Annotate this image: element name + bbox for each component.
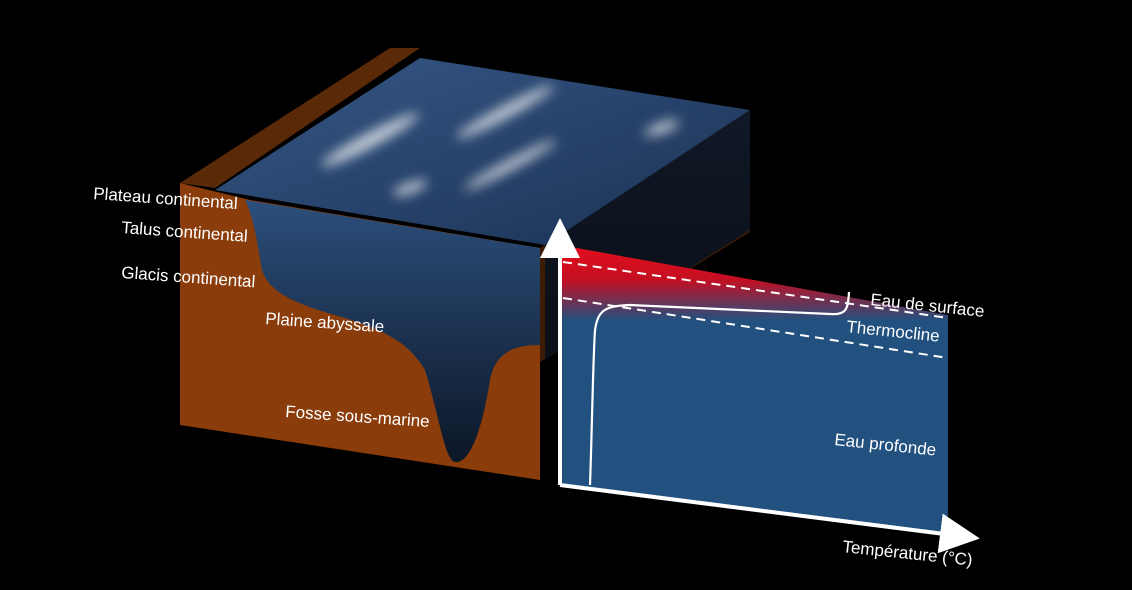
temperature-axis [559, 483, 980, 554]
ocean-surface [215, 58, 750, 245]
label-temperature-axis: Température (°C) [842, 537, 974, 570]
surface-boundary-dashed [562, 261, 949, 319]
surface-reflections [321, 85, 680, 196]
thermocline-boundary-dashed [562, 297, 949, 359]
temperature-profile-panel [560, 245, 948, 535]
sediment-back-strip [180, 48, 420, 188]
temperature-curve [588, 291, 851, 486]
ocean-cross-section [245, 200, 540, 463]
label-plateau-continental: Plateau continental [93, 184, 239, 213]
